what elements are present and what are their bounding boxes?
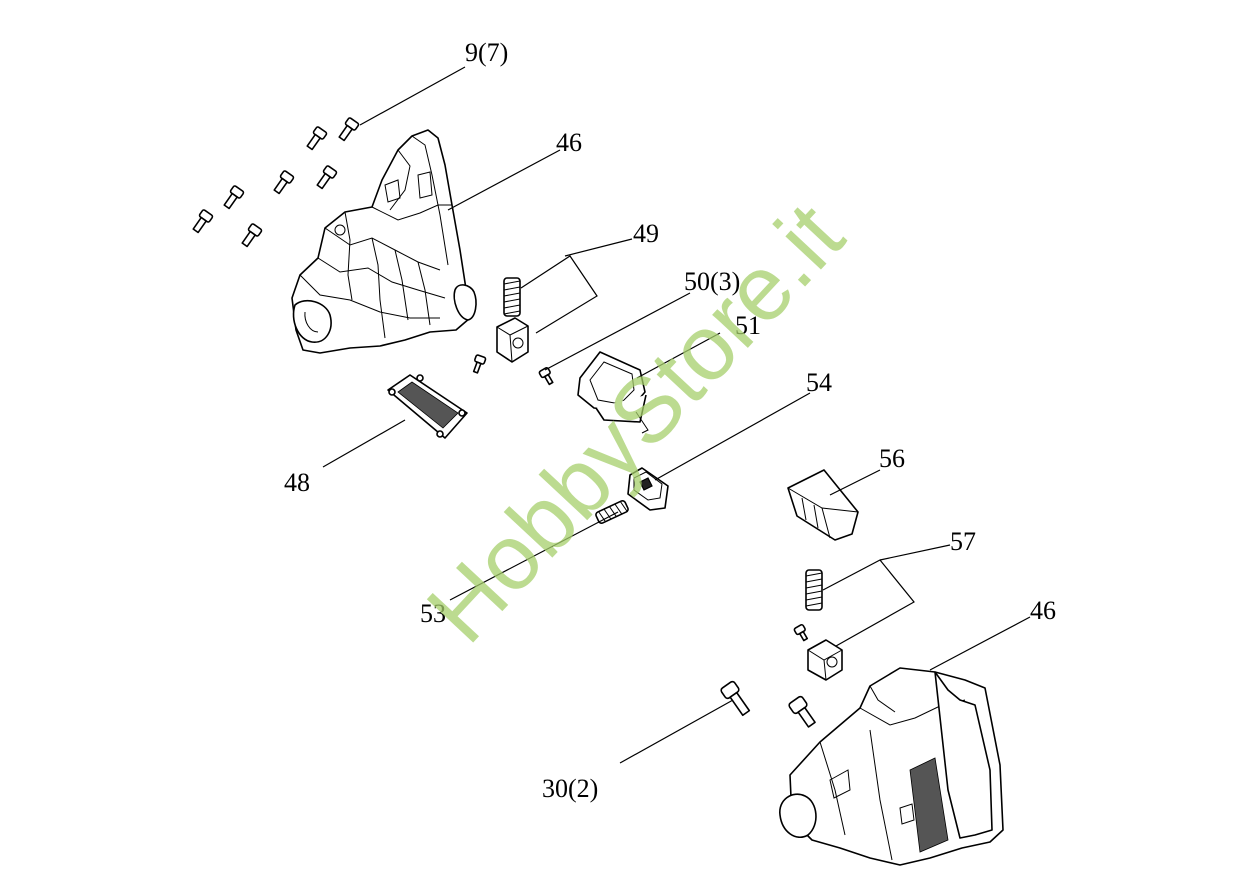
callout-56: 56 (879, 444, 905, 473)
callout-51: 51 (735, 311, 761, 340)
spring-53 (595, 499, 629, 525)
spring-49 (503, 277, 521, 317)
block-49 (496, 317, 529, 363)
screw-50 (538, 366, 554, 386)
watermark: HobbyStore.it (408, 184, 863, 661)
screw (316, 165, 338, 190)
bolt-30 (720, 680, 751, 717)
screw (241, 223, 263, 248)
callout-46-bottom: 46 (1030, 596, 1056, 625)
callout-50-3: 50(3) (684, 267, 740, 296)
screw (192, 209, 214, 234)
callout-labels: 9(7) 46 49 50(3) 51 54 48 56 57 46 53 30… (284, 38, 1056, 803)
spring-57 (805, 569, 823, 611)
callout-9-7: 9(7) (465, 38, 508, 67)
callout-53: 53 (420, 599, 446, 628)
housing-half-top (291, 129, 477, 354)
callout-49: 49 (633, 219, 659, 248)
small-screw-57 (793, 623, 809, 642)
slider-54 (627, 467, 669, 511)
callout-46-top: 46 (556, 128, 582, 157)
cover-56 (787, 469, 859, 541)
plate-48 (387, 374, 468, 439)
callout-48: 48 (284, 468, 310, 497)
leader-lines (322, 66, 1031, 764)
screw (273, 170, 295, 195)
block-57 (807, 639, 843, 681)
callout-57: 57 (950, 527, 976, 556)
callout-30-2: 30(2) (542, 774, 598, 803)
screw (306, 126, 328, 151)
screw (338, 117, 360, 142)
button-51 (577, 351, 649, 434)
screw-group-9 (192, 117, 360, 248)
screw (223, 185, 245, 210)
bolt-30-b (788, 695, 816, 728)
small-screw (472, 354, 487, 374)
housing-half-bottom (779, 667, 1004, 866)
callout-54: 54 (806, 368, 832, 397)
